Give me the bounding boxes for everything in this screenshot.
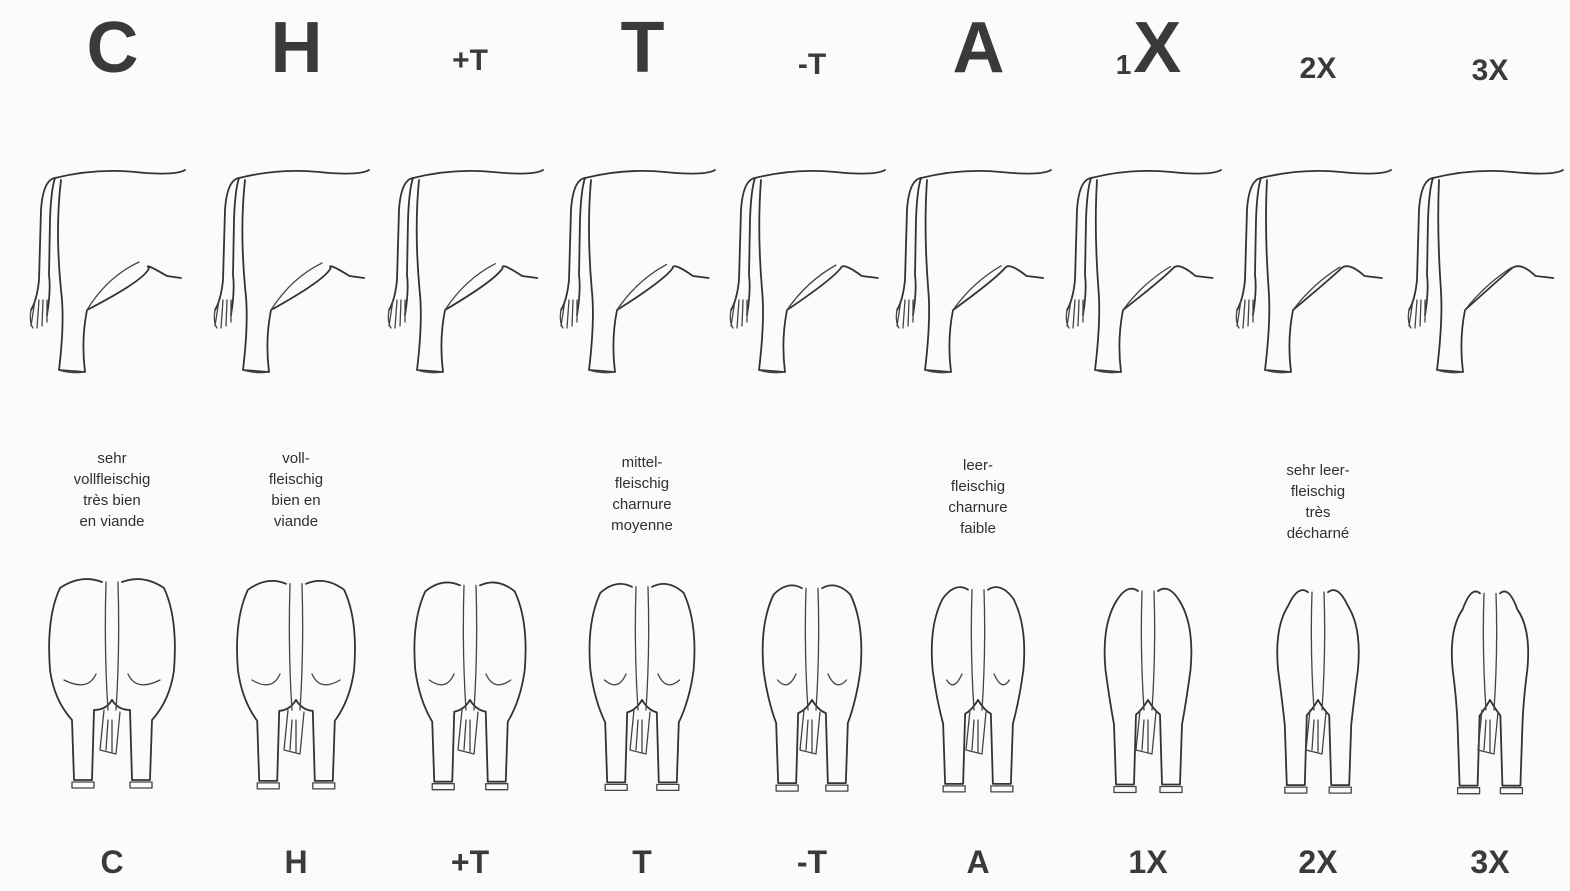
rear-view-sketch	[25, 560, 199, 810]
grade-top-label-text: +T	[452, 44, 488, 77]
grade-top-label: 1X	[1061, 12, 1235, 84]
grade-column: -T -T	[725, 0, 899, 891]
rear-view-sketch	[209, 560, 383, 810]
grade-top-label-text: 3X	[1472, 54, 1509, 87]
side-view-sketch	[1403, 150, 1570, 390]
grade-top-label-text: H	[271, 8, 322, 88]
grade-column: 3X 3X	[1403, 0, 1570, 891]
grade-top-label: H	[209, 12, 383, 84]
rear-view-sketch	[1403, 560, 1570, 810]
grade-description-line: faible	[891, 518, 1065, 539]
grade-description-line: très bien	[25, 490, 199, 511]
grade-bottom-label: T	[555, 846, 729, 878]
grade-top-label-text: A	[953, 8, 1004, 88]
grade-bottom-label: -T	[725, 846, 899, 878]
grade-description-line: moyenne	[555, 515, 729, 536]
grade-description-line: leer-	[891, 455, 1065, 476]
grade-bottom-label: 1X	[1061, 846, 1235, 878]
grade-description-line: fleischig	[891, 476, 1065, 497]
grade-description-line: charnure	[555, 494, 729, 515]
grade-top-label-text: -T	[798, 48, 826, 81]
rear-view-sketch	[555, 560, 729, 810]
grade-top-label: C	[25, 12, 199, 84]
grade-description-line: mittel-	[555, 452, 729, 473]
grade-top-label: 2X	[1231, 54, 1405, 84]
side-view-sketch	[1231, 150, 1405, 390]
rear-view-sketch	[1231, 560, 1405, 810]
grade-bottom-label: 3X	[1403, 846, 1570, 878]
grade-description-line: vollfleischig	[25, 469, 199, 490]
grade-description-line: très	[1231, 502, 1405, 523]
grade-description-line: sehr	[25, 448, 199, 469]
side-view-sketch	[209, 150, 383, 390]
grade-bottom-label: H	[209, 846, 383, 878]
grade-description-line: viande	[209, 511, 383, 532]
rear-view-sketch	[383, 560, 557, 810]
grade-top-label: A	[891, 12, 1065, 84]
grade-top-label-text: T	[621, 8, 664, 88]
side-view-sketch	[891, 150, 1065, 390]
grade-top-label: -T	[725, 50, 899, 80]
grade-bottom-label: C	[25, 846, 199, 878]
grade-top-label-text: X	[1133, 8, 1180, 88]
rear-view-sketch	[891, 560, 1065, 810]
grade-top-label: +T	[383, 46, 557, 76]
side-view-sketch	[555, 150, 729, 390]
grade-description-line: fleischig	[1231, 481, 1405, 502]
grade-column: +T +T	[383, 0, 557, 891]
grade-description-line: fleischig	[555, 473, 729, 494]
grade-description-line: voll-	[209, 448, 383, 469]
grade-bottom-label: A	[891, 846, 1065, 878]
grade-top-label-prefix: 1	[1116, 49, 1132, 80]
grade-description-line: fleischig	[209, 469, 383, 490]
grade-description-line: bien en	[209, 490, 383, 511]
side-view-sketch	[1061, 150, 1235, 390]
grade-top-label-text: 2X	[1300, 52, 1337, 85]
grade-bottom-label: 2X	[1231, 846, 1405, 878]
grade-description-line: en viande	[25, 511, 199, 532]
side-view-sketch	[383, 150, 557, 390]
grade-description-line: décharné	[1231, 523, 1405, 544]
side-view-sketch	[725, 150, 899, 390]
grade-description-line: sehr leer-	[1231, 460, 1405, 481]
grade-top-label-text: C	[87, 8, 138, 88]
side-view-sketch	[25, 150, 199, 390]
grade-top-label: 3X	[1403, 56, 1570, 86]
grade-description-line: charnure	[891, 497, 1065, 518]
grade-bottom-label: +T	[383, 846, 557, 878]
grade-top-label: T	[555, 12, 729, 84]
rear-view-sketch	[1061, 560, 1235, 810]
rear-view-sketch	[725, 560, 899, 810]
